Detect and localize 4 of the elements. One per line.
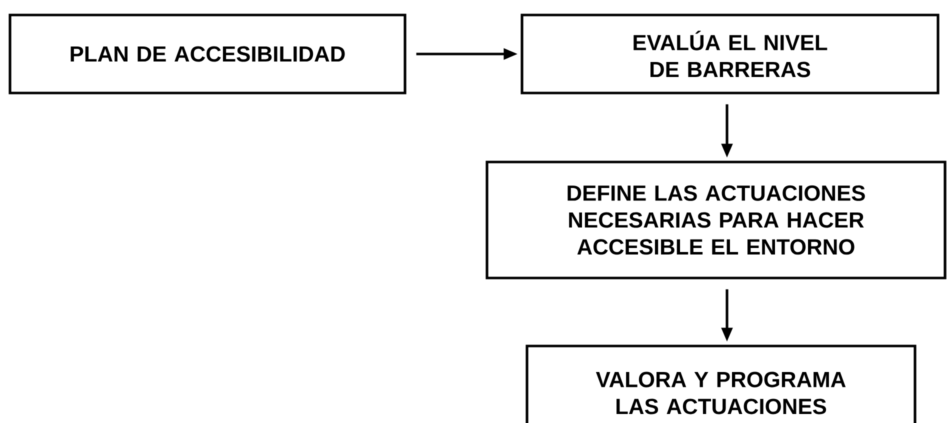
process-box: VALORA Y PROGRAMA LAS ACTUACIONES xyxy=(526,344,916,423)
process-box: PLAN DE ACCESIBILIDAD xyxy=(8,14,406,94)
process-box: DEFINE LAS ACTUACIONES NECESARIAS PARA HACER ACCESIBLE EL ENTORNO xyxy=(486,160,946,280)
process-box: EVALÚA EL NIVEL DE BARRERAS xyxy=(520,14,940,94)
